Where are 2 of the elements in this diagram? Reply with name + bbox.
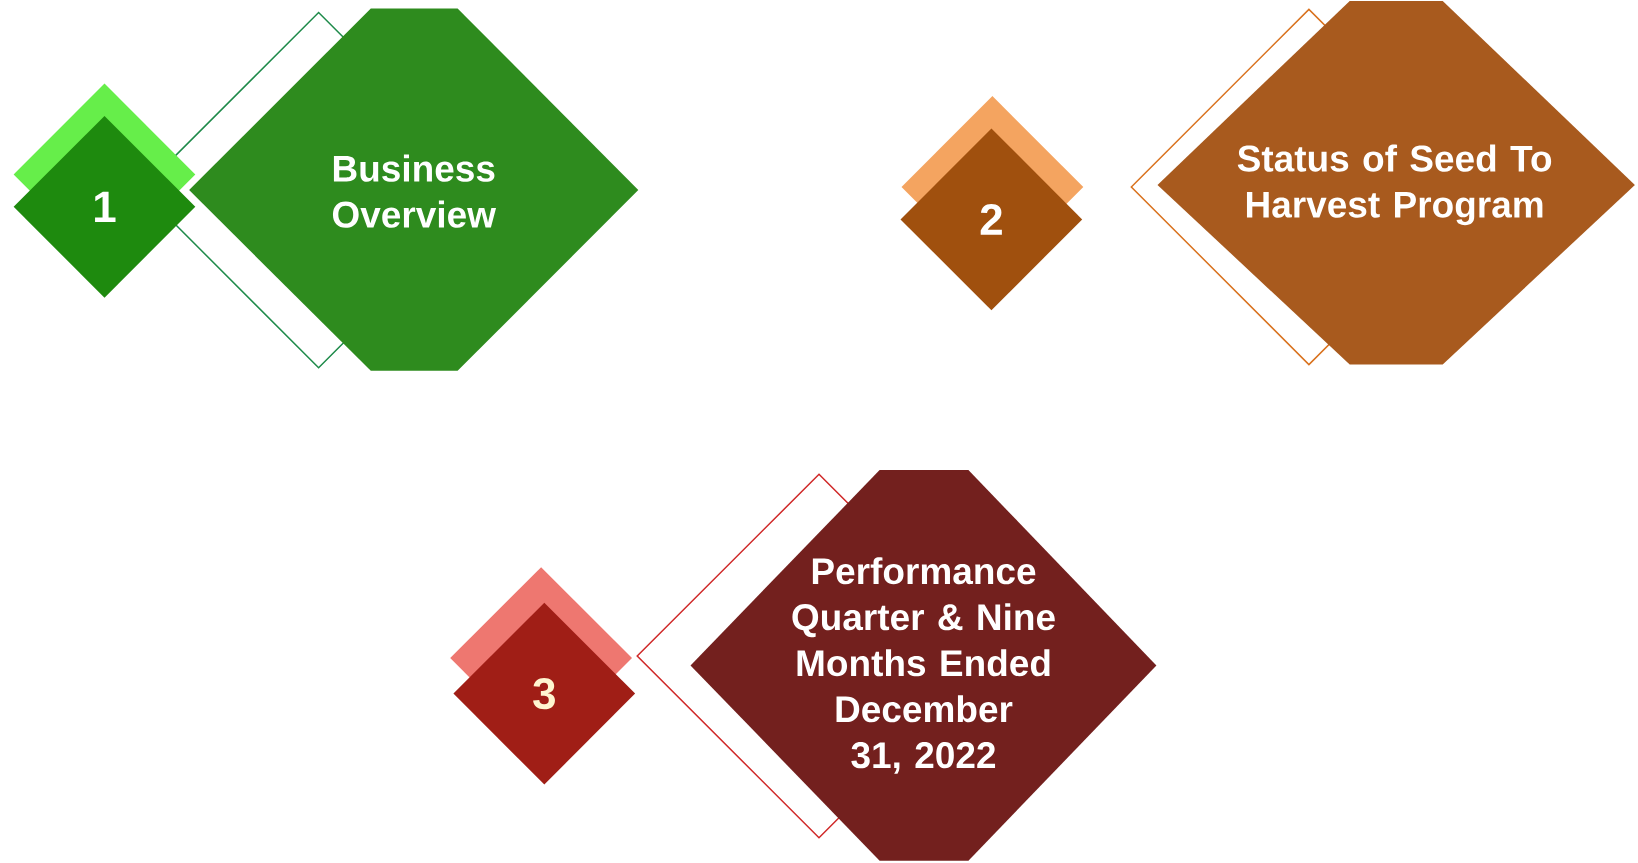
hexagon-box: Status of Seed To Harvest Program xyxy=(1130,1,1635,366)
hexagon-box: Performance Quarter & Nine Months Ended December 31, 2022 xyxy=(636,470,1157,861)
